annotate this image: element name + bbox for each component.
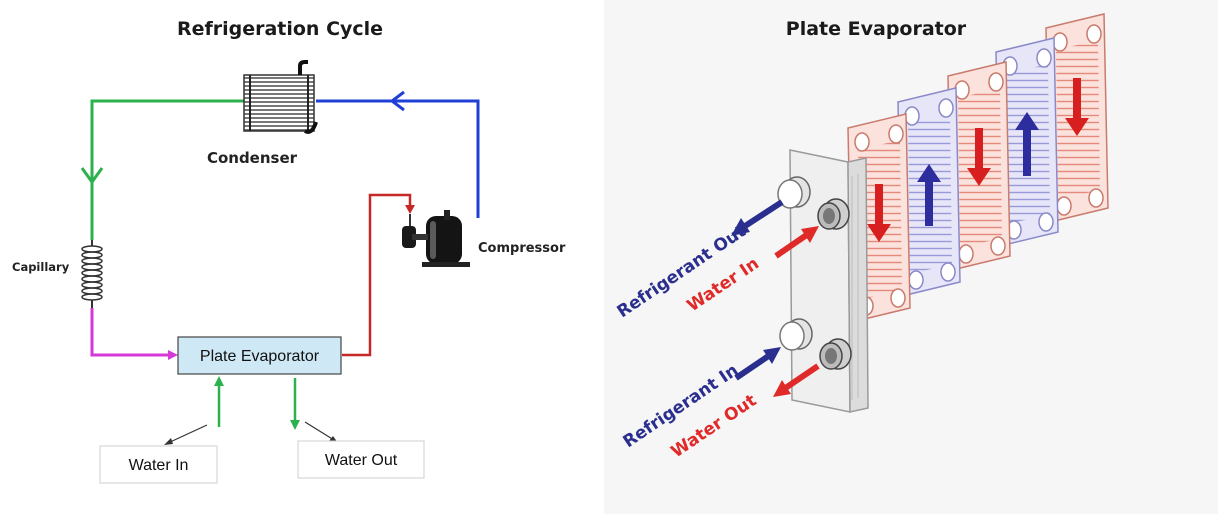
plate-evaporator-box: [177, 336, 342, 375]
water-outlet-arrow: [290, 378, 300, 430]
compressor-label: Compressor: [478, 241, 566, 256]
port-water-in: [817, 198, 850, 230]
condenser-coil: [243, 60, 318, 134]
left-panel-title: Refrigeration Cycle: [177, 18, 383, 40]
compressor-icon: [402, 210, 470, 267]
water-out-label: Water Out: [325, 452, 398, 469]
water-out-arrow: [773, 363, 820, 397]
port-refrigerant-out: [777, 176, 811, 209]
capillary-label: Capillary: [12, 260, 70, 274]
water-in-label: Water In: [129, 457, 189, 474]
refrigerant-in-arrow: [734, 347, 781, 381]
water-in-pointer: [164, 424, 208, 445]
plate-evaporator-label: Plate Evaporator: [200, 348, 320, 365]
water-out-box: [297, 440, 425, 479]
flow-arrows: [867, 78, 1089, 242]
water-out-pointer: [304, 421, 338, 443]
blue-refrigerant-line: [316, 90, 480, 218]
condenser-label: Condenser: [207, 149, 298, 167]
water-in-arrow: [774, 226, 819, 259]
red-refrigerant-line: [342, 193, 415, 357]
capillary-coil: [81, 240, 103, 308]
water-in-box: [99, 445, 218, 484]
port-refrigerant-in: [779, 318, 813, 351]
green-refrigerant-line: [80, 99, 244, 240]
refrigerant-out-arrow: [731, 199, 784, 236]
port-water-out: [819, 338, 852, 370]
magenta-refrigerant-line: [90, 308, 178, 360]
right-panel-title: Plate Evaporator: [786, 18, 967, 40]
water-inlet-arrow: [214, 376, 224, 427]
